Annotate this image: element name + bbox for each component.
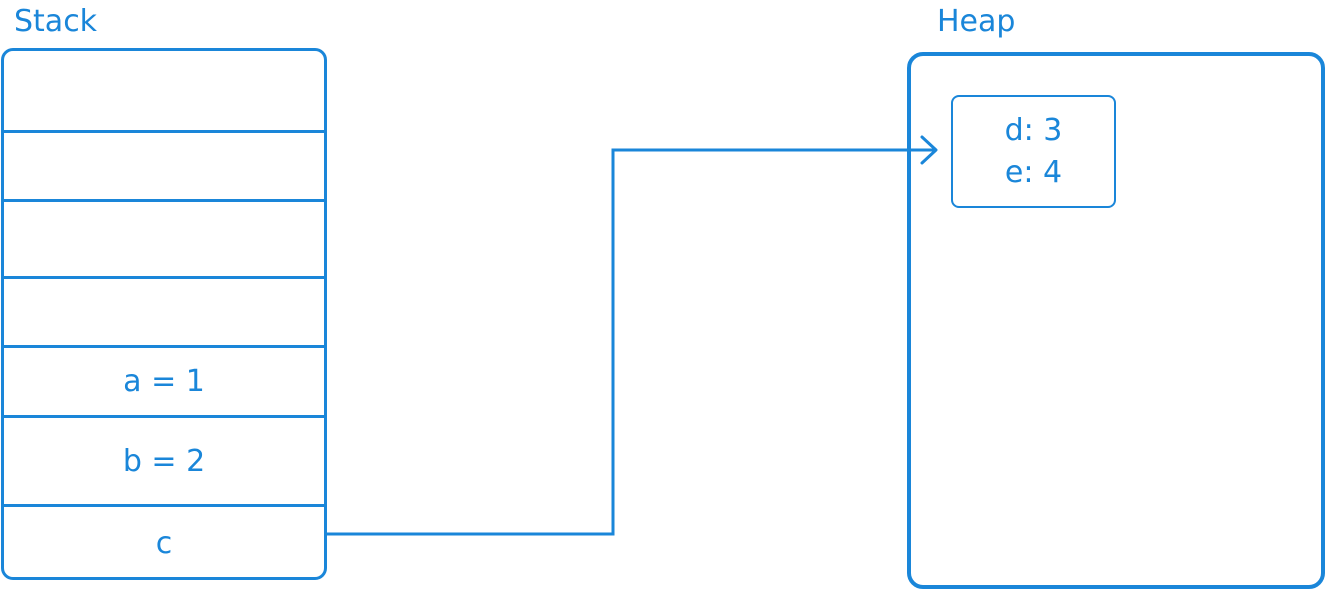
reference-line xyxy=(327,148,935,536)
heap-object: d: 3 e: 4 xyxy=(951,95,1116,208)
stack-cell-3 xyxy=(4,202,324,279)
stack-title: Stack xyxy=(14,4,98,39)
stack-cell-a: a = 1 xyxy=(4,348,324,418)
stack-container: a = 1 b = 2 c xyxy=(1,48,327,580)
stack-cell-4 xyxy=(4,279,324,348)
heap-title: Heap xyxy=(937,4,1016,39)
stack-cell-1 xyxy=(4,51,324,133)
stack-cell-b: b = 2 xyxy=(4,418,324,507)
stack-cell-c: c xyxy=(155,526,173,561)
heap-object-field-e: e: 4 xyxy=(1004,154,1063,190)
heap-object-field-d: d: 3 xyxy=(1004,112,1063,148)
stack-cell-2 xyxy=(4,133,324,202)
